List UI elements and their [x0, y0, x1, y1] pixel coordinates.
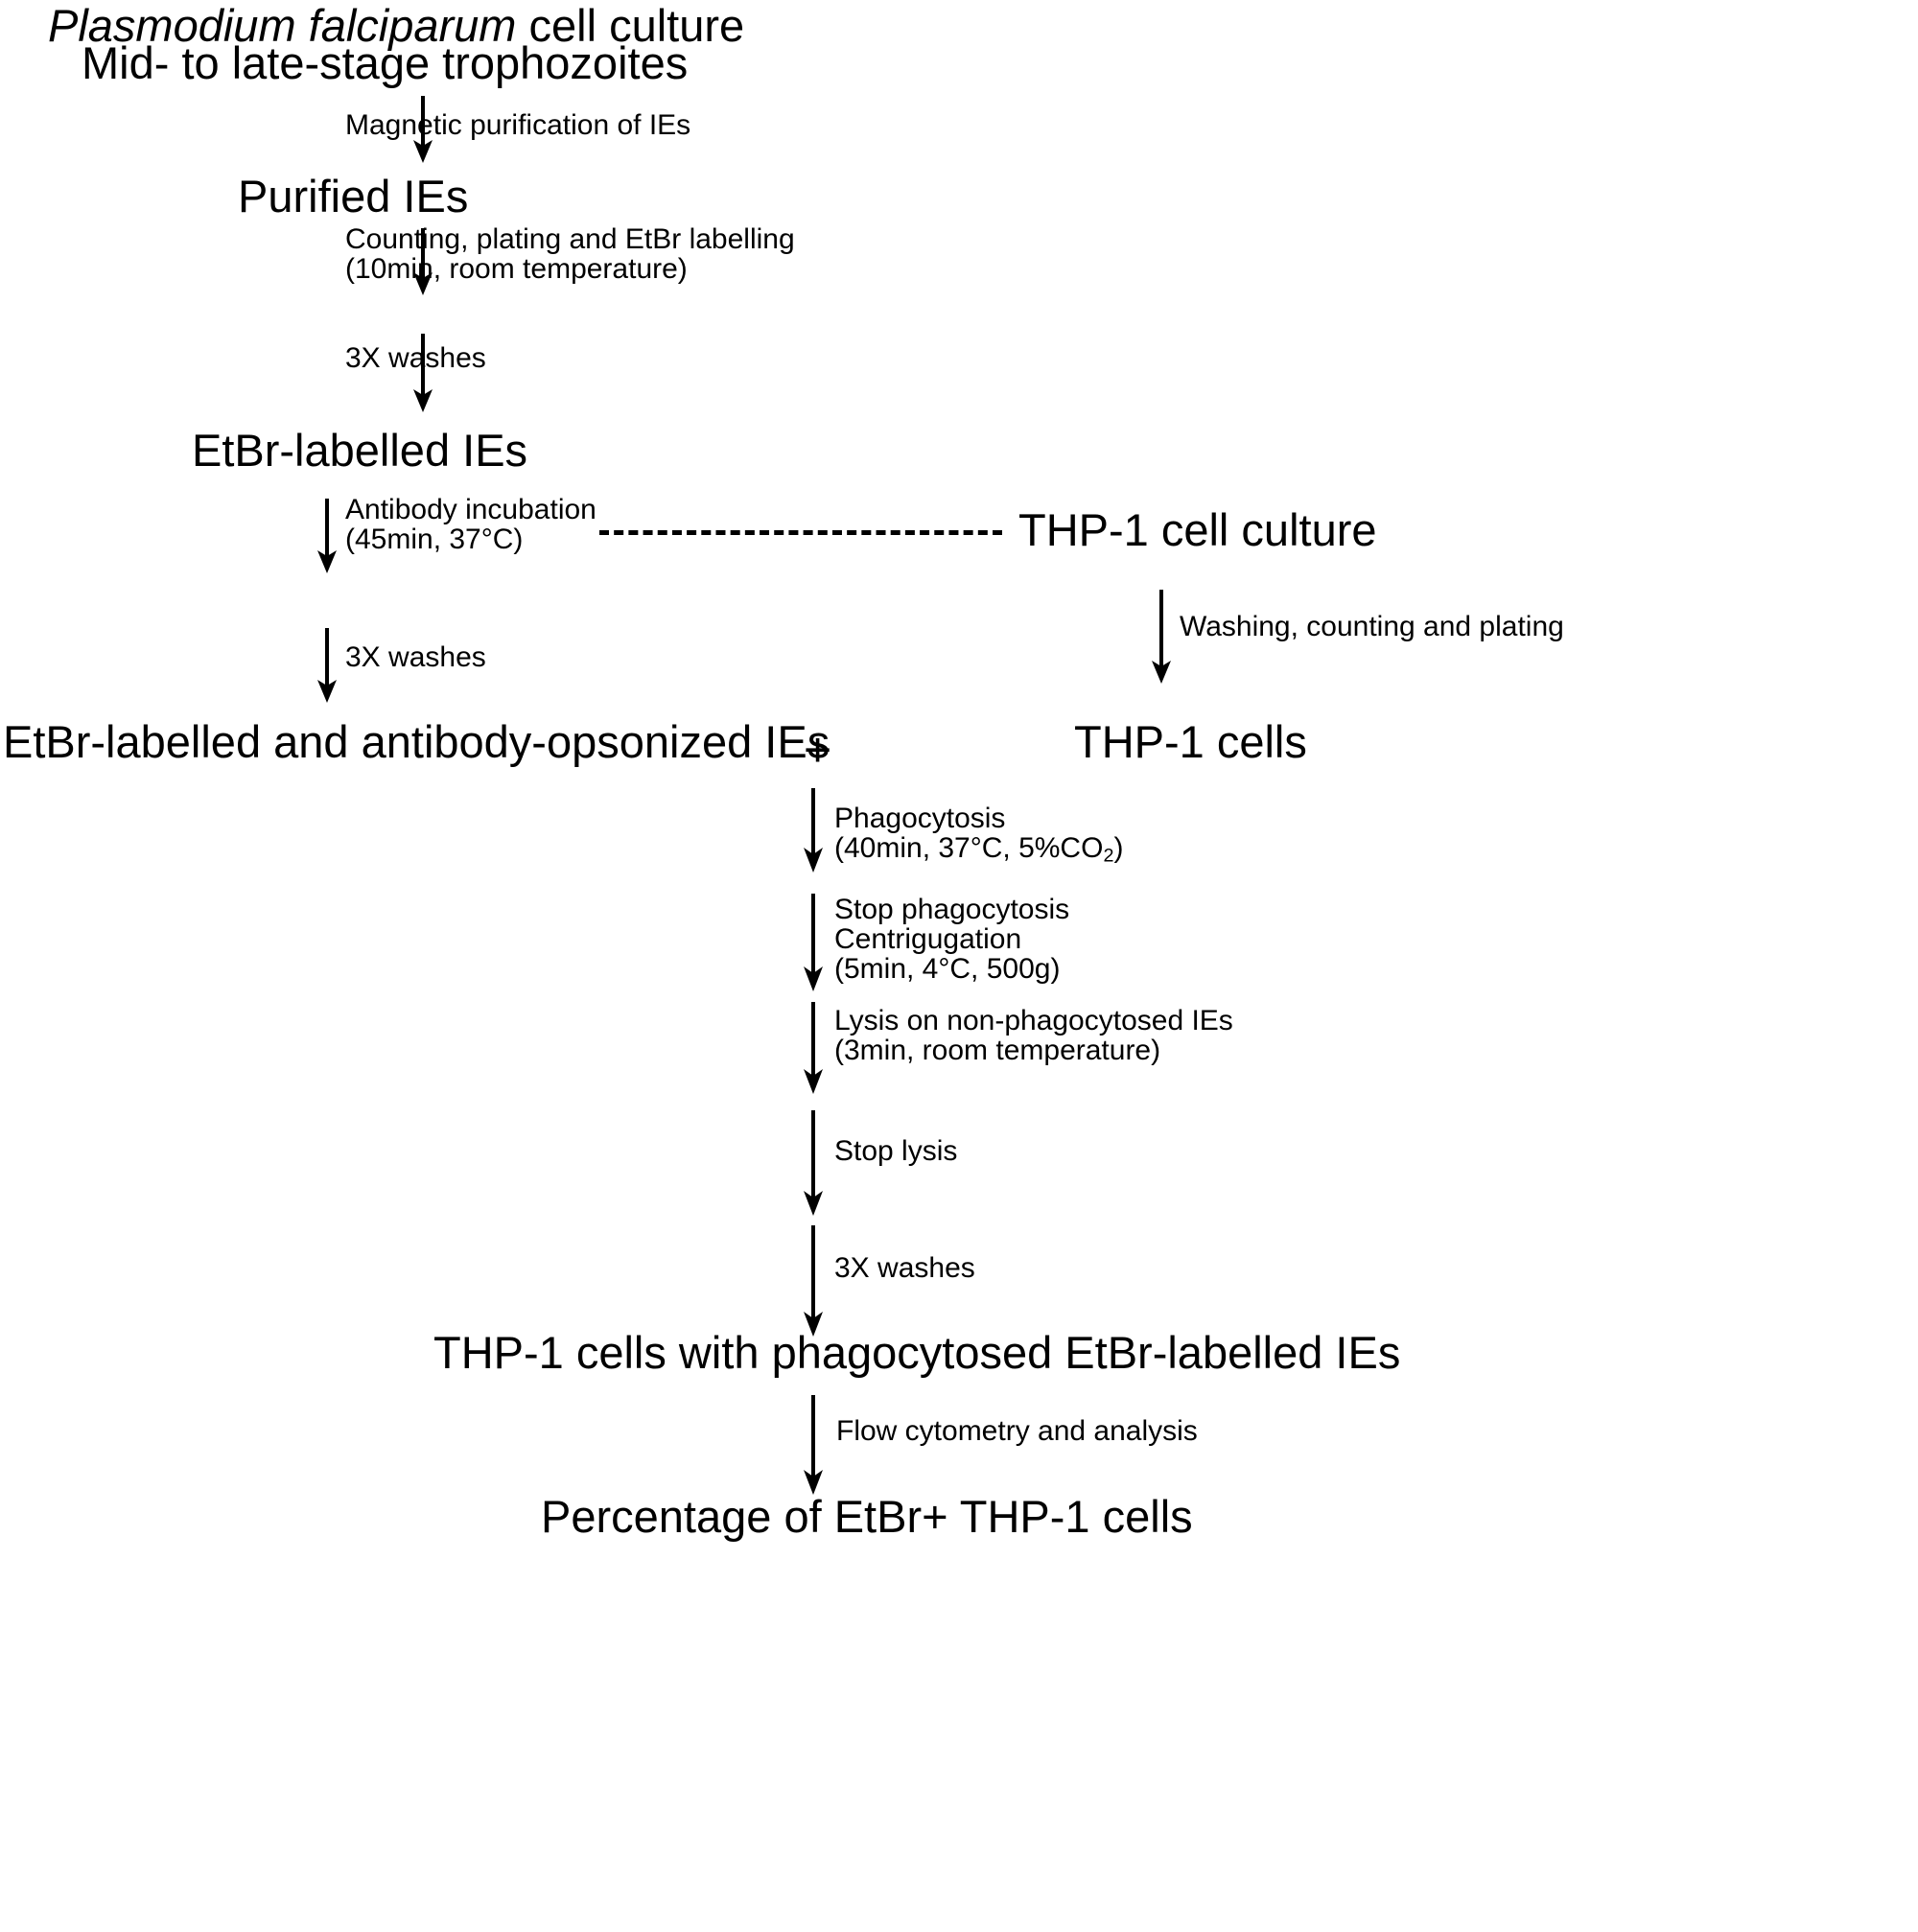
- arrow-magnetic-purification: [413, 96, 433, 163]
- edge-label-washes-2: 3X washes: [345, 641, 486, 673]
- edge-label-counting-plating-line1: Counting, plating and EtBr labelling: [345, 223, 795, 255]
- arrow-counting-plating: [413, 228, 433, 295]
- source-culture-suffix: cell culture: [516, 0, 745, 51]
- edge-label-stop-phagocytosis-line3: (5min, 4°C, 500g): [834, 953, 1061, 985]
- edge-label-flow-cytometry: Flow cytometry and analysis: [836, 1415, 1198, 1447]
- arrow-lysis: [804, 1002, 823, 1094]
- edge-label-counting-plating-line2: (10min, room temperature): [345, 253, 688, 285]
- dashed-connector-to-thp1: [599, 530, 1002, 535]
- arrow-washes-1: [413, 334, 433, 412]
- phagocytosis-conditions-suffix: ): [1113, 832, 1124, 864]
- plus-combine-symbol: +: [804, 723, 832, 777]
- arrow-washing-counting-plating: [1152, 590, 1171, 684]
- edge-label-phagocytosis-line2: (40min, 37°C, 5%CO2): [834, 828, 1123, 875]
- node-thp1-cell-culture: THP-1 cell culture: [1018, 504, 1377, 555]
- edge-label-lysis-line1: Lysis on non-phagocytosed IEs: [834, 1005, 1233, 1036]
- edge-label-stop-phagocytosis-line1: Stop phagocytosis: [834, 894, 1070, 925]
- arrow-stop-lysis: [804, 1110, 823, 1216]
- phagocytosis-conditions-prefix: (40min, 37°C, 5%CO: [834, 832, 1104, 864]
- arrow-flow-cytometry: [804, 1395, 823, 1495]
- arrow-phagocytosis: [804, 788, 823, 873]
- arrow-stop-phagocytosis: [804, 894, 823, 991]
- node-purified-ies: Purified IEs: [238, 171, 469, 221]
- node-opsonized-ies: EtBr-labelled and antibody-opsonized IEs: [3, 716, 830, 767]
- node-thp1-with-phagocytosed-ies: THP-1 cells with phagocytosed EtBr-label…: [433, 1327, 1401, 1378]
- edge-label-stop-phagocytosis-line2: Centrigugation: [834, 923, 1022, 955]
- edge-label-antibody-incubation-line2: (45min, 37°C): [345, 524, 524, 555]
- arrow-antibody-incubation: [317, 499, 337, 573]
- edge-label-antibody-incubation-line1: Antibody incubation: [345, 494, 596, 525]
- edge-label-lysis-line2: (3min, room temperature): [834, 1035, 1161, 1066]
- node-source-stage: Mid- to late-stage trophozoites: [82, 37, 689, 88]
- edge-label-washes-1: 3X washes: [345, 342, 486, 374]
- species-name: Plasmodium falciparum: [48, 0, 517, 51]
- node-source-culture: Plasmodium falciparum cell culture: [48, 0, 744, 54]
- edge-label-stop-lysis: Stop lysis: [834, 1135, 958, 1167]
- co2-subscript: 2: [1103, 845, 1114, 867]
- edge-label-washing-counting-plating: Washing, counting and plating: [1180, 611, 1564, 642]
- edge-label-washes-3: 3X washes: [834, 1252, 975, 1284]
- arrow-washes-2: [317, 628, 337, 703]
- node-thp1-cells: THP-1 cells: [1074, 716, 1307, 767]
- arrow-washes-3: [804, 1225, 823, 1337]
- edge-label-phagocytosis-line1: Phagocytosis: [834, 803, 1006, 834]
- edge-label-magnetic-purification: Magnetic purification of IEs: [345, 109, 691, 141]
- node-etbr-labelled-ies: EtBr-labelled IEs: [192, 425, 528, 476]
- node-final-output: Percentage of EtBr+ THP-1 cells: [541, 1491, 1193, 1542]
